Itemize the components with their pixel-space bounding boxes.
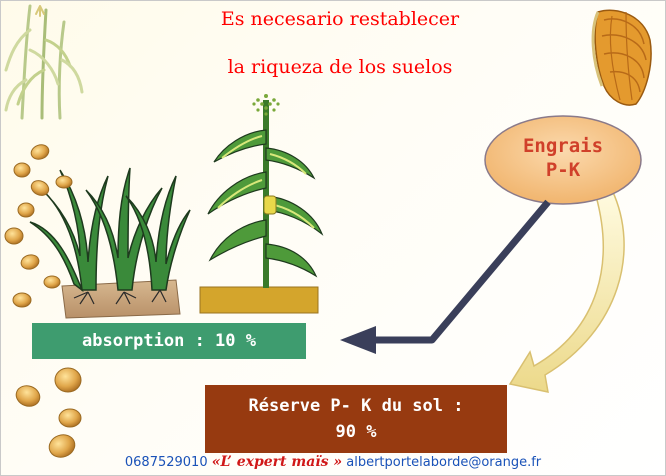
- soil-reserve-box: Réserve P- K du sol : 90 %: [205, 385, 507, 453]
- footer-email[interactable]: albertportelaborde@orange.fr: [346, 455, 542, 470]
- yellow-curved-arrow: [508, 189, 625, 393]
- fertilizer-label-line-1: Engrais: [522, 135, 604, 157]
- corn-stalks-icon: [4, 4, 84, 120]
- footer-brand: «L’ expert maïs »: [211, 454, 343, 470]
- corn-cob-icon: [591, 9, 652, 106]
- fertilizer-label: Engrais P-K: [488, 134, 638, 182]
- soil-reserve-line-2: 90 %: [335, 422, 377, 442]
- dark-arrow: [340, 199, 551, 354]
- young-maize-plants-icon: [29, 167, 191, 319]
- fertilizer-bubble: [484, 115, 642, 205]
- maize-kernel-icon: [4, 144, 82, 458]
- title-line-1: Es necesario restablecer: [220, 8, 460, 30]
- soil-reserve-line-1: Réserve P- K du sol :: [248, 396, 464, 416]
- absorption-box: absorption : 10 %: [32, 323, 306, 359]
- mature-maize-plant-icon: [199, 94, 324, 314]
- fertilizer-label-line-2: P-K: [545, 159, 581, 181]
- footer: 0687529010 «L’ expert maïs » albertporte…: [0, 454, 666, 470]
- title-line-2: la riqueza de los suelos: [227, 56, 453, 78]
- absorption-label: absorption : 10 %: [82, 331, 256, 351]
- footer-phone: 0687529010: [124, 455, 208, 470]
